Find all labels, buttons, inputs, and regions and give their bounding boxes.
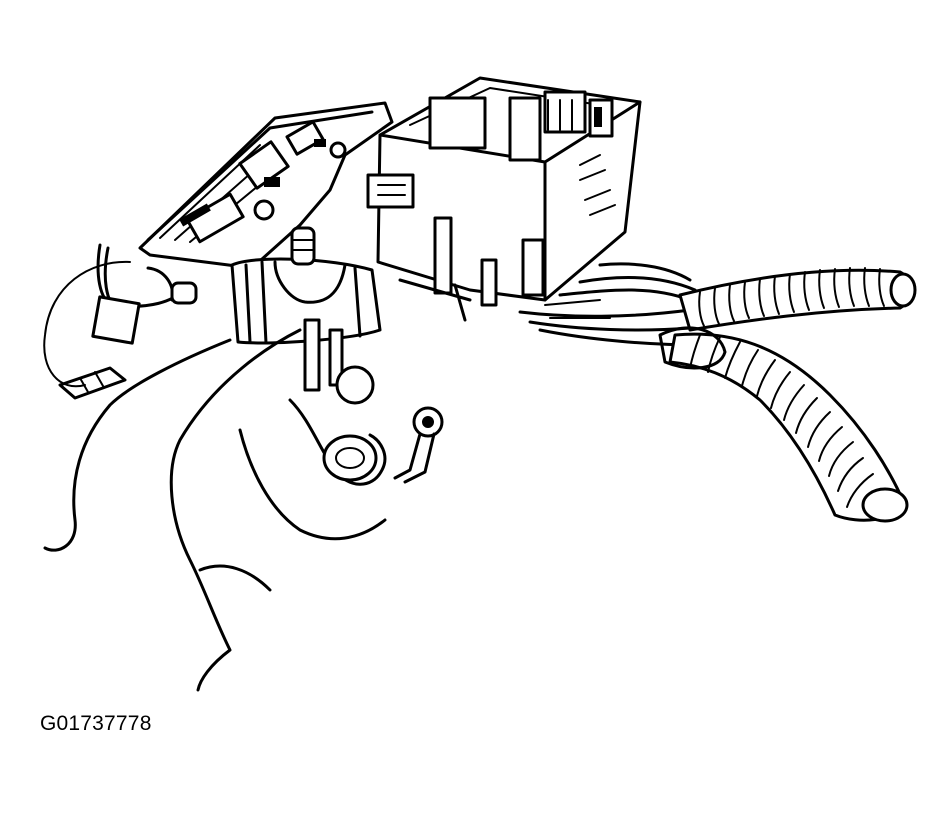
conduit-upper: [678, 267, 917, 332]
relay-module: [230, 226, 382, 405]
ground-terminal: [393, 406, 444, 484]
hand: [43, 328, 387, 692]
figure-id-label: G01737778: [40, 712, 152, 735]
left-relay-panel: [138, 101, 394, 270]
conduit-lower: [658, 326, 909, 523]
junction-block: [366, 76, 642, 322]
left-harness: [43, 243, 198, 400]
